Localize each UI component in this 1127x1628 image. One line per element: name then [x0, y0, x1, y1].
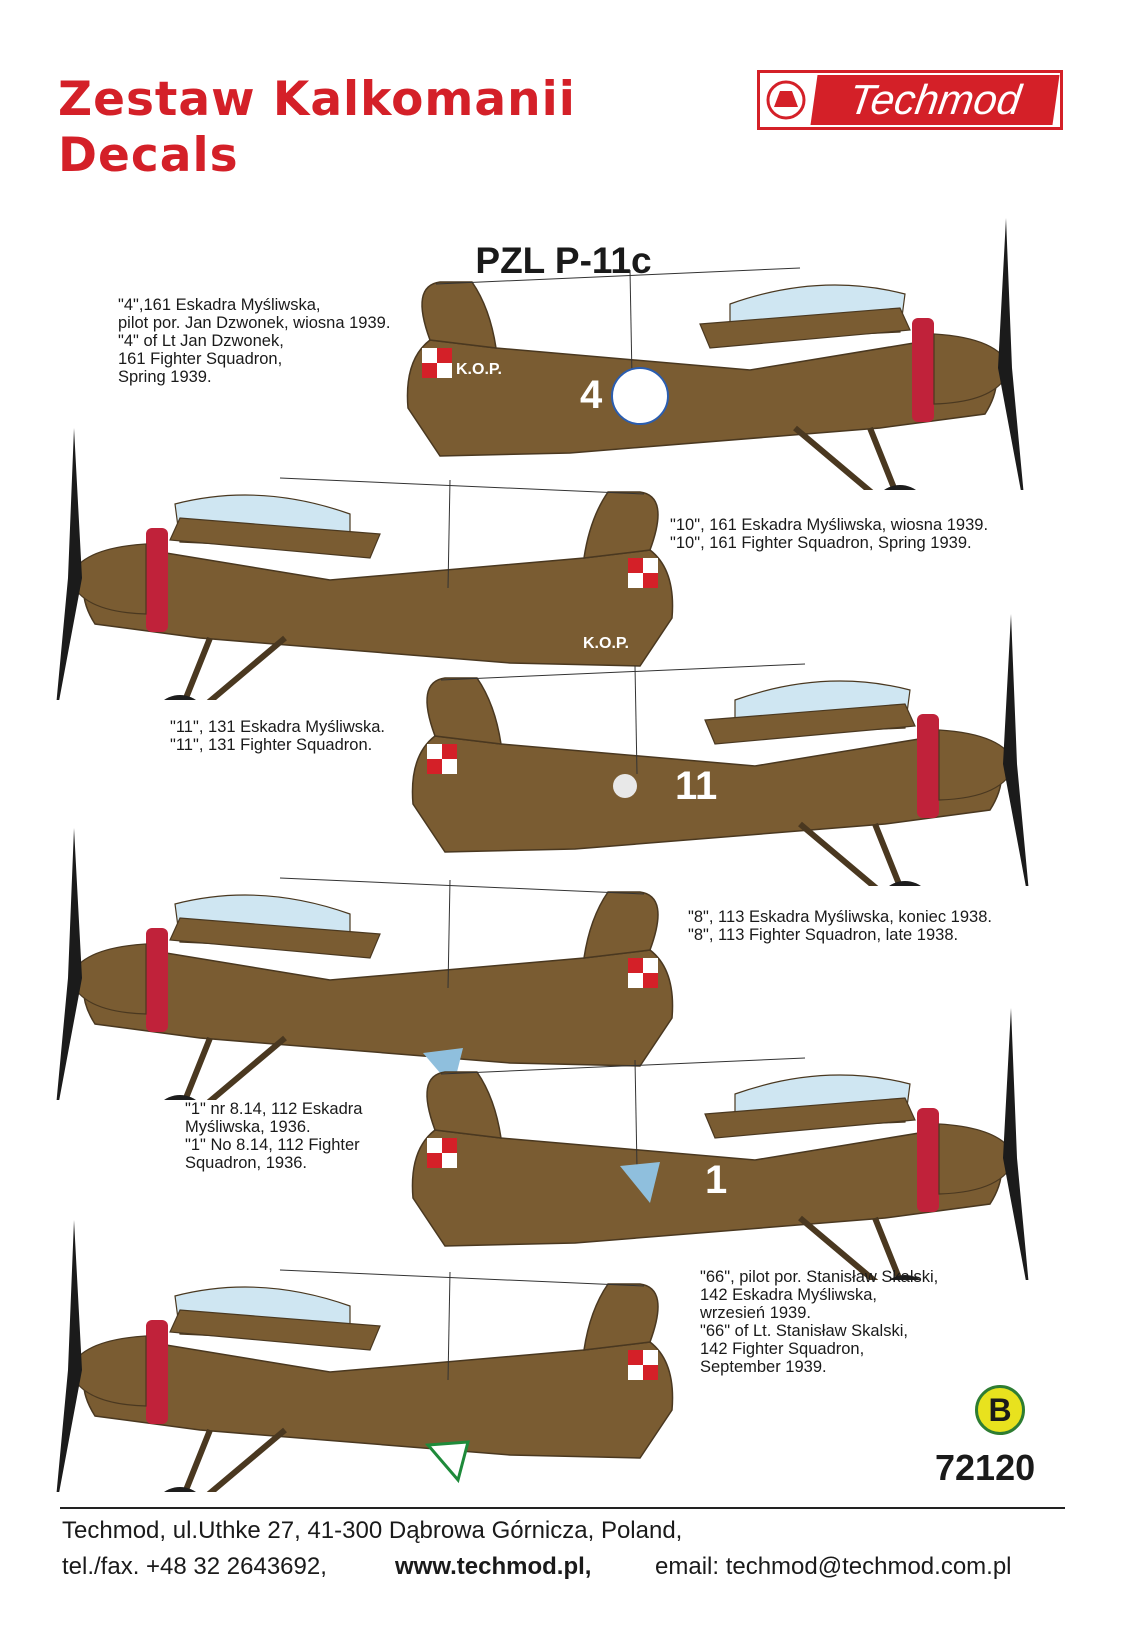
profile-6-number: 65 [358, 1446, 387, 1476]
squadron-emblem-icon [611, 367, 669, 425]
footer-address: Techmod, ul.Uthke 27, 41-300 Dąbrowa Gór… [62, 1517, 683, 1544]
model-title: PZL P-11c [475, 240, 652, 281]
footer-website-link[interactable]: www.techmod.pl, [395, 1553, 592, 1580]
aircraft-profile-6: 65 [48, 1210, 680, 1492]
brand-emblem-icon [766, 80, 806, 120]
profile-3-number: 11 [675, 764, 717, 808]
bird-emblem-icon [613, 774, 637, 798]
footer-divider [60, 1507, 1065, 1509]
catalog-number: 72120 [935, 1447, 1036, 1488]
profile-5-caption: "1" nr 8.14, 112 Eskadra Myśliwska, 1936… [185, 1100, 363, 1172]
aircraft-profile-1: 4 K.O.P. [400, 208, 1032, 490]
squadron-emblem-icon [424, 1440, 470, 1484]
aircraft-profile-3: 11 [405, 604, 1037, 886]
decal-grade-badge: B [975, 1385, 1025, 1435]
profile-4-caption: "8", 113 Eskadra Myśliwska, koniec 1938.… [688, 908, 992, 944]
profile-1-tail-text: K.O.P. [456, 361, 502, 378]
profile-1-number: 4 [580, 373, 603, 417]
profile-6-caption: "66", pilot por. Stanisław Skalski, 142 … [700, 1268, 939, 1376]
techmod-logo: Techmod [757, 70, 1063, 130]
squadron-emblem-icon [620, 1162, 660, 1203]
title-line-1: Zestaw Kalkomanii [58, 72, 576, 127]
aircraft-profile-5: 1 [405, 998, 1037, 1280]
profile-1-caption: "4",161 Eskadra Myśliwska, pilot por. Ja… [118, 296, 391, 386]
profile-2-tail-text: K.O.P. [583, 635, 629, 652]
profile-4-number: 8 [378, 1048, 400, 1092]
decal-set-title: Zestaw Kalkomanii Decals [58, 72, 576, 184]
footer-email[interactable]: email: techmod@techmod.com.pl [655, 1553, 1012, 1580]
footer-phone: tel./fax. +48 32 2643692, [62, 1553, 327, 1580]
profile-2-caption: "10", 161 Eskadra Myśliwska, wiosna 1939… [670, 516, 989, 552]
profile-5-number: 1 [705, 1158, 727, 1202]
profile-3-caption: "11", 131 Eskadra Myśliwska. "11", 131 F… [170, 718, 385, 754]
brand-name: Techmod [810, 75, 1060, 125]
title-line-2: Decals [58, 128, 239, 183]
